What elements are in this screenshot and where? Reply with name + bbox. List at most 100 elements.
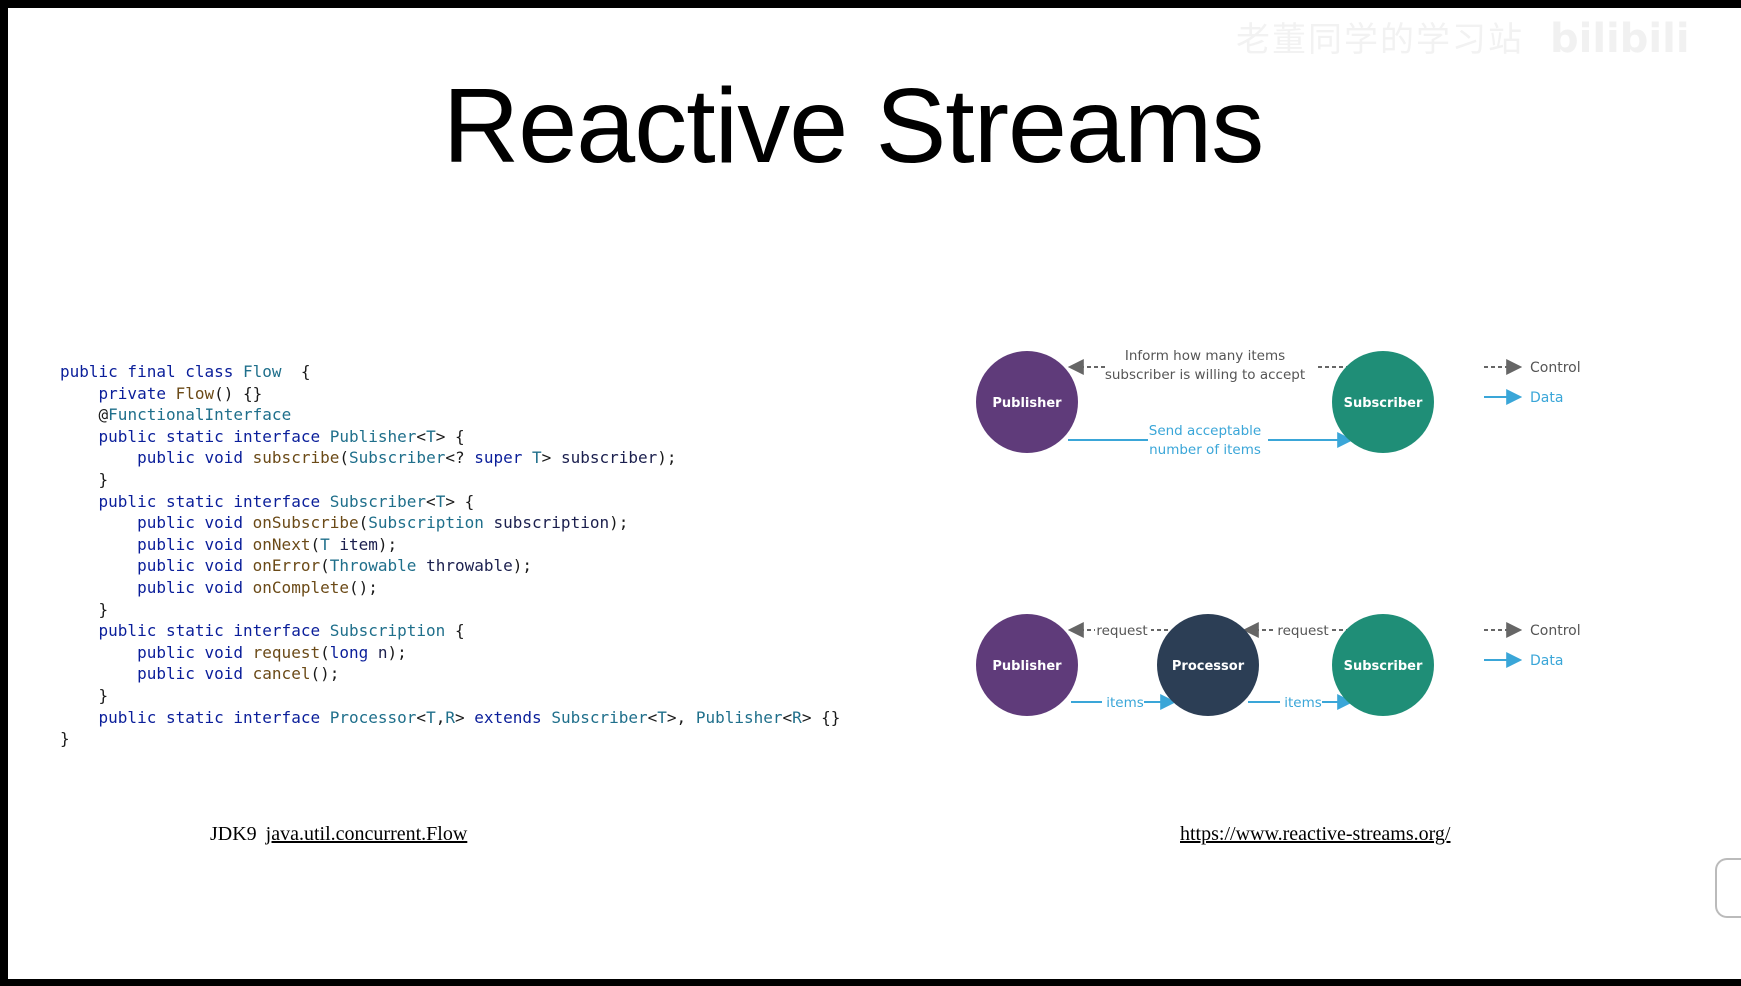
code-token: subscribe — [252, 448, 340, 468]
code-token: public static interface — [98, 621, 330, 641]
code-token: (); — [310, 664, 340, 684]
code-token: super — [474, 448, 533, 468]
code-token: { — [445, 621, 465, 641]
data-annotation-line2: number of items — [1149, 442, 1261, 458]
code-token: subscription — [493, 513, 610, 533]
code-token: T — [426, 426, 436, 446]
code-line: } — [60, 729, 70, 748]
code-token: } — [60, 685, 109, 705]
code-token: item — [339, 534, 378, 554]
request-label-left: request — [1096, 623, 1147, 639]
code-token: ); — [609, 513, 629, 533]
bilibili-logo-icon: bilibili — [1550, 16, 1690, 58]
data-annotation-line1: Send acceptable — [1149, 423, 1261, 439]
code-line: public final class Flow { — [60, 362, 310, 381]
slide-title: Reactive Streams — [442, 67, 1265, 185]
code-token: > — [454, 707, 475, 727]
code-token: < — [416, 426, 427, 446]
code-token: FunctionalInterface — [108, 405, 292, 425]
code-token: Throwable — [329, 556, 427, 576]
code-token: Processor — [329, 707, 417, 727]
code-token: < — [416, 707, 427, 727]
flow-diagrams: Inform how many items subscriber is will… — [976, 348, 1581, 716]
side-panel-handle[interactable] — [1715, 858, 1741, 918]
code-token: ); — [377, 534, 398, 554]
reactive-streams-link[interactable]: https://www.reactive-streams.org/ — [1180, 823, 1451, 845]
code-token: Flow — [243, 362, 282, 381]
diagram-publisher-subscriber: Inform how many items subscriber is will… — [976, 348, 1581, 463]
code-token: Subscriber — [349, 448, 446, 468]
code-line: } — [60, 600, 109, 619]
code-token: ( — [320, 556, 330, 576]
code-token: public void — [137, 513, 253, 533]
code-token: public final class — [60, 362, 244, 381]
code-token: > { — [435, 426, 465, 446]
code-token: ); — [387, 642, 407, 662]
watermark-text: 老董同学的学习站 — [1236, 19, 1524, 60]
code-line: public void onSubscribe(Subscription sub… — [60, 513, 628, 532]
code-token: n — [377, 642, 388, 662]
legend-data-2: Data — [1530, 653, 1563, 669]
request-label-right: request — [1277, 623, 1328, 639]
code-token: public void — [137, 448, 253, 468]
code-token: } — [60, 469, 109, 489]
code-token: Subscriber — [329, 491, 427, 511]
code-token: >, — [666, 707, 696, 727]
code-line: public void cancel(); — [60, 664, 339, 683]
code-token: R — [445, 707, 455, 727]
code-token: public void — [137, 534, 253, 554]
processor-label: Processor — [1172, 659, 1245, 674]
code-token: public static interface — [98, 426, 330, 446]
publisher-label-2: Publisher — [992, 659, 1062, 674]
subscriber-node-2 — [1332, 614, 1434, 716]
code-token: request — [252, 642, 321, 662]
code-token: public void — [137, 556, 253, 576]
code-line: } — [60, 685, 109, 705]
code-token: Subscription — [368, 513, 494, 533]
code-token: cancel — [252, 664, 311, 684]
code-token: @ — [60, 405, 109, 425]
code-line: @FunctionalInterface — [60, 405, 292, 425]
code-token: Subscription — [329, 621, 446, 641]
control-annotation-line2: subscriber is willing to accept — [1105, 367, 1305, 383]
code-line: public static interface Subscriber<T> { — [60, 491, 475, 511]
code-token: ( — [358, 513, 369, 533]
code-token: subscriber — [560, 448, 658, 468]
code-token: T — [657, 707, 667, 727]
jdk-flow-link[interactable]: java.util.concurrent.Flow — [265, 823, 468, 845]
watermark: 老董同学的学习站 bilibili — [1236, 12, 1690, 60]
processor-node — [1157, 614, 1259, 716]
publisher-label: Publisher — [992, 396, 1062, 411]
code-token: onSubscribe — [252, 513, 359, 533]
code-line: public void onError(Throwable throwable)… — [60, 556, 532, 575]
diagram-publisher-processor-subscriber: request request items items Publisher Pr… — [976, 614, 1581, 716]
code-token: public void — [137, 642, 253, 662]
code-line: private Flow() {} — [60, 383, 263, 403]
code-token: ( — [310, 534, 321, 554]
code-token: T — [532, 448, 542, 468]
legend-data: Data — [1530, 390, 1563, 406]
code-line: public void onNext(T item); — [60, 535, 397, 554]
items-label-right: items — [1284, 695, 1322, 711]
code-token: onNext — [252, 534, 311, 554]
code-token: Publisher — [695, 707, 783, 727]
code-token: public void — [137, 664, 253, 684]
subscriber-label-2: Subscriber — [1344, 659, 1423, 674]
code-line: public static interface Processor<T,R> e… — [60, 707, 841, 727]
window-right-edge — [1698, 8, 1741, 979]
legend-control: Control — [1530, 360, 1581, 376]
code-token: < — [782, 707, 793, 727]
code-token: onComplete — [252, 577, 349, 597]
code-line: public void subscribe(Subscriber<? super… — [60, 448, 676, 468]
code-token: () {} — [214, 383, 263, 403]
code-token: > { — [445, 491, 475, 511]
code-token: public void — [137, 577, 253, 597]
code-line: public void onComplete(); — [60, 578, 378, 597]
code-token: throwable — [426, 556, 513, 576]
code-token: ); — [512, 556, 533, 576]
legend-control-2: Control — [1530, 623, 1581, 639]
code-token: public static interface — [98, 707, 330, 727]
code-token: R — [792, 707, 802, 727]
svg-text:bilibili: bilibili — [1550, 16, 1690, 58]
